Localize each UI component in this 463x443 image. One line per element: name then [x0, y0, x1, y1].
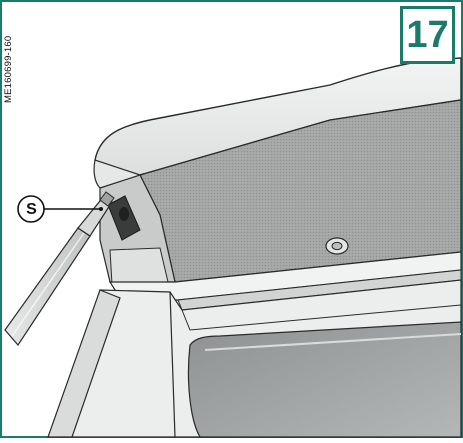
side-band [109, 247, 169, 285]
hinge-screw [119, 207, 129, 221]
door-glass [187, 321, 462, 438]
screwdriver-icon [4, 191, 115, 346]
callout-circle [17, 195, 45, 223]
screw-hole-icon [325, 237, 349, 255]
reference-code: ME160699-160 [3, 35, 14, 103]
door-left-edge [47, 289, 121, 438]
step-number-badge: 17 [400, 6, 455, 64]
callout-label-s: S [26, 200, 37, 218]
